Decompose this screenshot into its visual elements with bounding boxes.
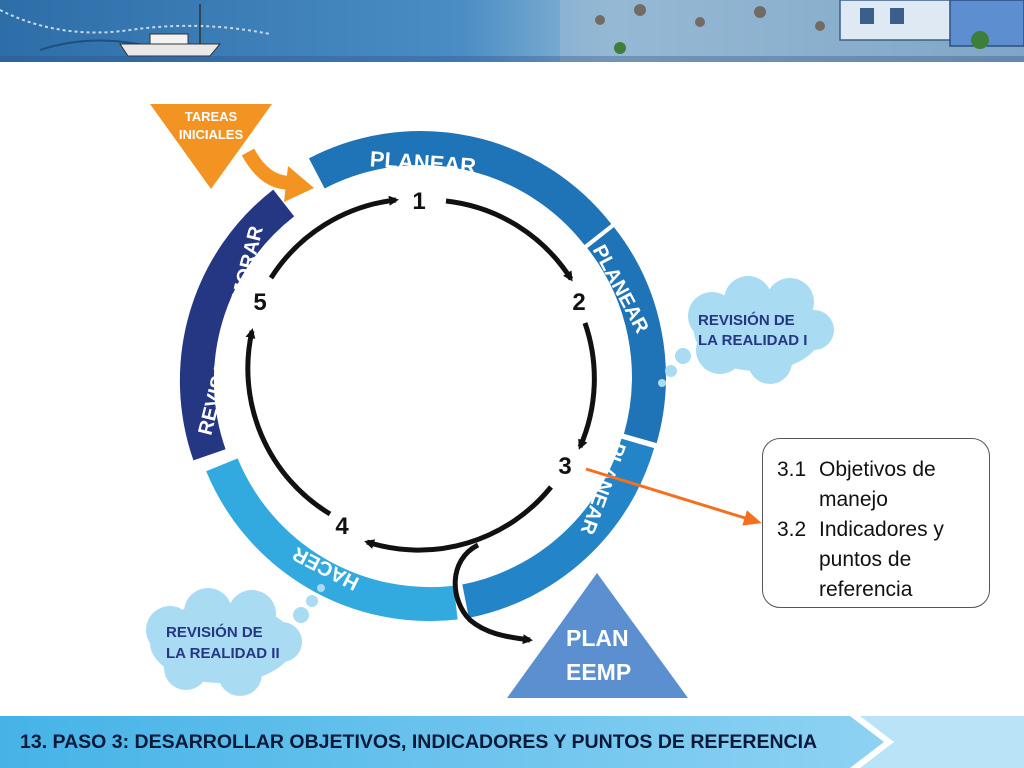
planning-cycle-diagram: PLANEAR PLANEAR PLANEAR HACER REVISAR & … — [146, 104, 834, 698]
tareas-iniciales-triangle — [150, 104, 272, 189]
ring-segment-planear-right — [587, 227, 666, 444]
step-number-2: 2 — [572, 289, 585, 316]
cloud-revision-realidad-1 — [658, 276, 834, 387]
arrow-to-plan — [452, 542, 533, 645]
house-illustration — [839, 0, 1024, 47]
step-number-5: 5 — [253, 289, 266, 316]
footer-title-bar — [0, 716, 1024, 768]
detail-item-2: 3.2 Indicadores y puntos de referencia — [777, 515, 979, 605]
cloud-revision-realidad-2 — [146, 584, 325, 696]
tareas-iniciales-arrowhead — [284, 166, 314, 202]
cycle-arrow-2-to-3 — [577, 322, 597, 450]
detail-item-2-text: Indicadores y puntos de referencia — [819, 518, 944, 601]
ring-segment-revisar — [179, 189, 295, 461]
cloud-bottom-label-line2: LA REALIDAD II — [166, 645, 280, 662]
tareas-iniciales-label-line1: TAREAS — [185, 109, 238, 124]
cloud-top-label-line2: LA REALIDAD I — [698, 332, 807, 349]
ring-segment-planear-top — [308, 131, 612, 246]
ring-segment-hacer — [206, 458, 458, 622]
plan-label-line1: PLAN — [566, 625, 629, 651]
step-number-4: 4 — [335, 513, 349, 540]
step-number-1: 1 — [412, 188, 425, 215]
ring-segment-planear-lower — [462, 438, 655, 618]
detail-item-1: 3.1 Objetivos de manejo — [777, 455, 979, 515]
detail-item-1-number: 3.1 — [777, 458, 807, 481]
step3-detail-box: 3.1 Objetivos de manejo 3.2 Indicadores … — [762, 438, 990, 608]
pointer-arrow-step3 — [585, 467, 762, 526]
detail-item-1-text: Objetivos de manejo — [819, 458, 936, 511]
footer-title: 13. PASO 3: DESARROLLAR OBJETIVOS, INDIC… — [20, 731, 818, 753]
cycle-arrow-3-to-4 — [364, 485, 553, 553]
step-number-3: 3 — [558, 453, 571, 480]
boat-illustration — [119, 4, 222, 57]
cloud-bottom-label-line1: REVISIÓN DE — [166, 623, 263, 641]
detail-item-2-number: 3.2 — [777, 518, 807, 541]
cycle-arrow-1-to-2 — [445, 198, 574, 282]
tareas-iniciales-label-line2: INICIALES — [179, 127, 244, 142]
tareas-iniciales-arrow — [241, 148, 297, 191]
cycle-arrow-4-to-5 — [245, 328, 332, 517]
plan-label-line2: EEMP — [566, 659, 631, 685]
cycle-arrow-5-to-1 — [268, 195, 399, 280]
header-banner-illustration — [0, 0, 1024, 62]
cloud-top-label-line1: REVISIÓN DE — [698, 311, 795, 329]
plan-eemp-triangle — [507, 573, 688, 698]
